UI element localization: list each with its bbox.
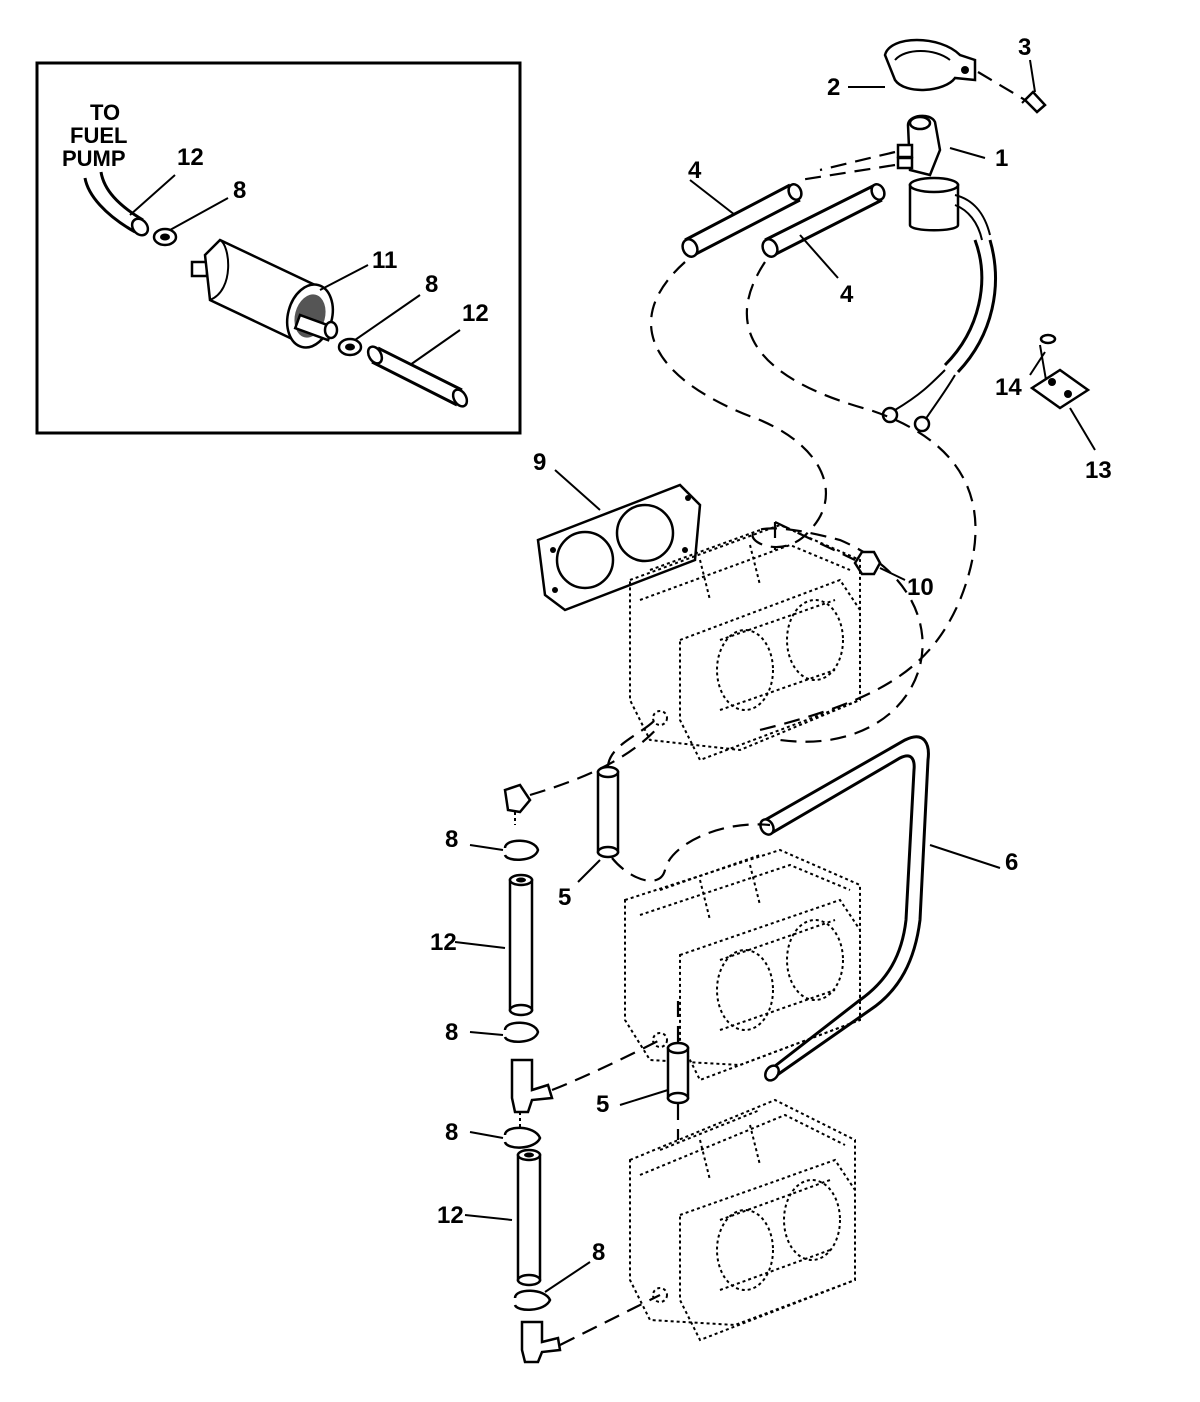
carburetor-middle bbox=[624, 848, 861, 1082]
clamp-2 bbox=[883, 38, 977, 92]
dashed-routing-b bbox=[745, 261, 977, 732]
clamp-8-b bbox=[503, 1021, 540, 1043]
connector-5-lower: 5 bbox=[596, 1000, 690, 1140]
inset-border bbox=[35, 61, 522, 435]
label-1: 1 bbox=[995, 145, 1008, 172]
label-8-d: 8 bbox=[592, 1239, 605, 1266]
screw-3 bbox=[1023, 90, 1047, 114]
label-8-a: 8 bbox=[445, 826, 458, 853]
clamp-8-d bbox=[513, 1289, 552, 1311]
inset-caption-line2: FUEL bbox=[70, 123, 127, 148]
wire-harness bbox=[943, 239, 984, 367]
label-9: 9 bbox=[533, 449, 546, 476]
label-5-b: 5 bbox=[596, 1091, 609, 1118]
clamp-8-c bbox=[503, 1126, 542, 1149]
label-8-c: 8 bbox=[445, 1119, 458, 1146]
label-12-inset-b: 12 bbox=[462, 300, 489, 327]
gasket-9: 9 bbox=[533, 449, 702, 612]
hose-12-a bbox=[508, 878, 534, 1012]
label-5-a: 5 bbox=[558, 884, 571, 911]
label-8-inset-a: 8 bbox=[233, 177, 246, 204]
inset-caption-line3: PUMP bbox=[62, 146, 126, 171]
label-13: 13 bbox=[1085, 457, 1112, 484]
inset-caption-line1: TO bbox=[90, 100, 120, 125]
hoses-4: 4 4 bbox=[681, 157, 886, 308]
label-11: 11 bbox=[372, 247, 397, 274]
tee-fitting-middle bbox=[510, 1058, 554, 1114]
left-fuel-line: 8 12 8 8 12 8 bbox=[430, 724, 661, 1364]
label-8-inset-b: 8 bbox=[425, 271, 438, 298]
label-10: 10 bbox=[907, 574, 934, 601]
inset-hose-to-pump bbox=[83, 177, 136, 234]
hose-6: 6 bbox=[759, 735, 1018, 1082]
label-14: 14 bbox=[995, 374, 1022, 401]
dashed-routing-a bbox=[649, 261, 924, 743]
fuel-filter bbox=[190, 238, 339, 349]
tee-fitting-bottom bbox=[520, 1320, 562, 1364]
hose-12-b bbox=[516, 1153, 542, 1282]
label-2: 2 bbox=[827, 74, 840, 101]
label-12-b: 12 bbox=[437, 1202, 464, 1229]
carburetor-top bbox=[629, 523, 861, 762]
label-12-inset-a: 12 bbox=[177, 144, 204, 171]
label-4-a: 4 bbox=[688, 157, 702, 184]
inset-fuel-filter-group: TO FUEL PUMP 12 bbox=[35, 61, 522, 435]
carburetor-bottom bbox=[629, 1098, 856, 1342]
fitting-assembly: 1 2 3 bbox=[799, 34, 1047, 433]
label-6: 6 bbox=[1005, 849, 1018, 876]
clamp-8-a bbox=[503, 839, 540, 861]
inset-hose-straight bbox=[371, 346, 463, 407]
label-8-b: 8 bbox=[445, 1019, 458, 1046]
label-4-b: 4 bbox=[840, 281, 854, 308]
bracket-13: 14 13 bbox=[995, 333, 1112, 484]
label-12-a: 12 bbox=[430, 929, 457, 956]
label-3: 3 bbox=[1018, 34, 1031, 61]
fuel-fitting-1 bbox=[896, 114, 991, 241]
connector-5-upper: 5 bbox=[558, 719, 771, 911]
